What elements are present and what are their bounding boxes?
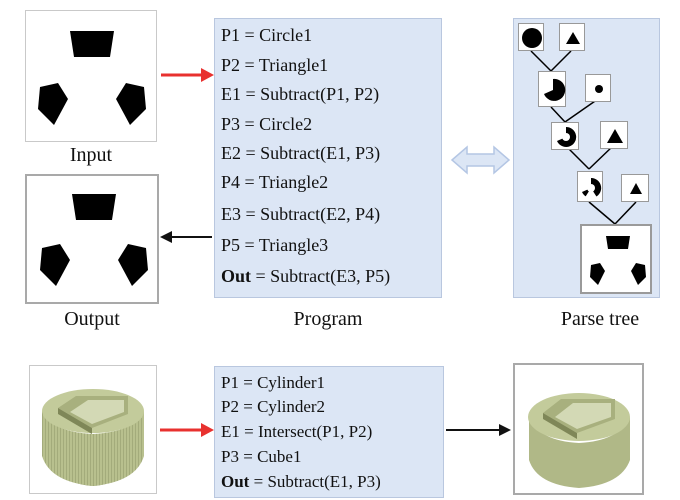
- tree-node-circle2: [585, 74, 611, 102]
- input-3d-image: [29, 365, 157, 494]
- program-line: E1 = Subtract(P1, P2): [221, 84, 380, 104]
- program-panel-2d: P1 = Circle1 P2 = Triangle1 E1 = Subtrac…: [214, 18, 442, 298]
- input-image: [25, 10, 157, 142]
- program-line: P3 = Circle2: [221, 114, 313, 134]
- red-arrow-head-3d: [201, 423, 214, 437]
- tree-node-e1: [538, 71, 566, 107]
- input-3d-shape: [42, 389, 144, 486]
- tree-node-triangle2: [600, 121, 628, 149]
- program-line: E2 = Subtract(E1, P3): [221, 143, 381, 163]
- program-panel-3d: P1 = Cylinder1 P2 = Cylinder2 E1 = Inter…: [214, 366, 444, 498]
- tree-node-triangle3: [621, 174, 649, 202]
- double-arrow-icon: [450, 145, 511, 175]
- caption-output: Output: [64, 308, 120, 330]
- program-line: P2 = Cylinder2: [221, 397, 326, 416]
- output-radiation-shape: [40, 194, 148, 286]
- black-arrow-head-3d: [499, 424, 511, 436]
- program-line: P5 = Triangle3: [221, 235, 329, 255]
- tree-node-circle1: [518, 23, 544, 51]
- black-arrow-head: [160, 231, 172, 243]
- program-line: P1 = Circle1: [221, 25, 313, 45]
- program-line: P1 = Cylinder1: [221, 373, 326, 392]
- tree-node-e2: [551, 122, 579, 150]
- input-radiation-shape: [38, 31, 146, 125]
- output-3d-shape: [528, 393, 630, 488]
- program-line: E1 = Intersect(P1, P2): [221, 422, 373, 441]
- program-line: P2 = Triangle1: [221, 55, 329, 75]
- caption-program: Program: [293, 308, 363, 330]
- tree-node-output: [580, 224, 652, 294]
- tree-node-triangle1: [559, 23, 585, 51]
- tree-node-e3: [577, 171, 603, 202]
- caption-input: Input: [69, 144, 113, 166]
- program-line: P4 = Triangle2: [221, 172, 329, 192]
- program-line: P3 = Cube1: [221, 447, 302, 466]
- program-line: E3 = Subtract(E2, P4): [221, 204, 381, 224]
- output-image: [25, 174, 159, 304]
- output-3d-image: [513, 363, 644, 495]
- caption-parse-tree: Parse tree: [560, 308, 640, 330]
- program-line-out: Out = Subtract(E3, P5): [221, 266, 391, 286]
- program-line-out: Out = Subtract(E1, P3): [221, 472, 381, 491]
- red-arrow-head: [201, 68, 214, 82]
- parse-tree-panel: [513, 18, 660, 298]
